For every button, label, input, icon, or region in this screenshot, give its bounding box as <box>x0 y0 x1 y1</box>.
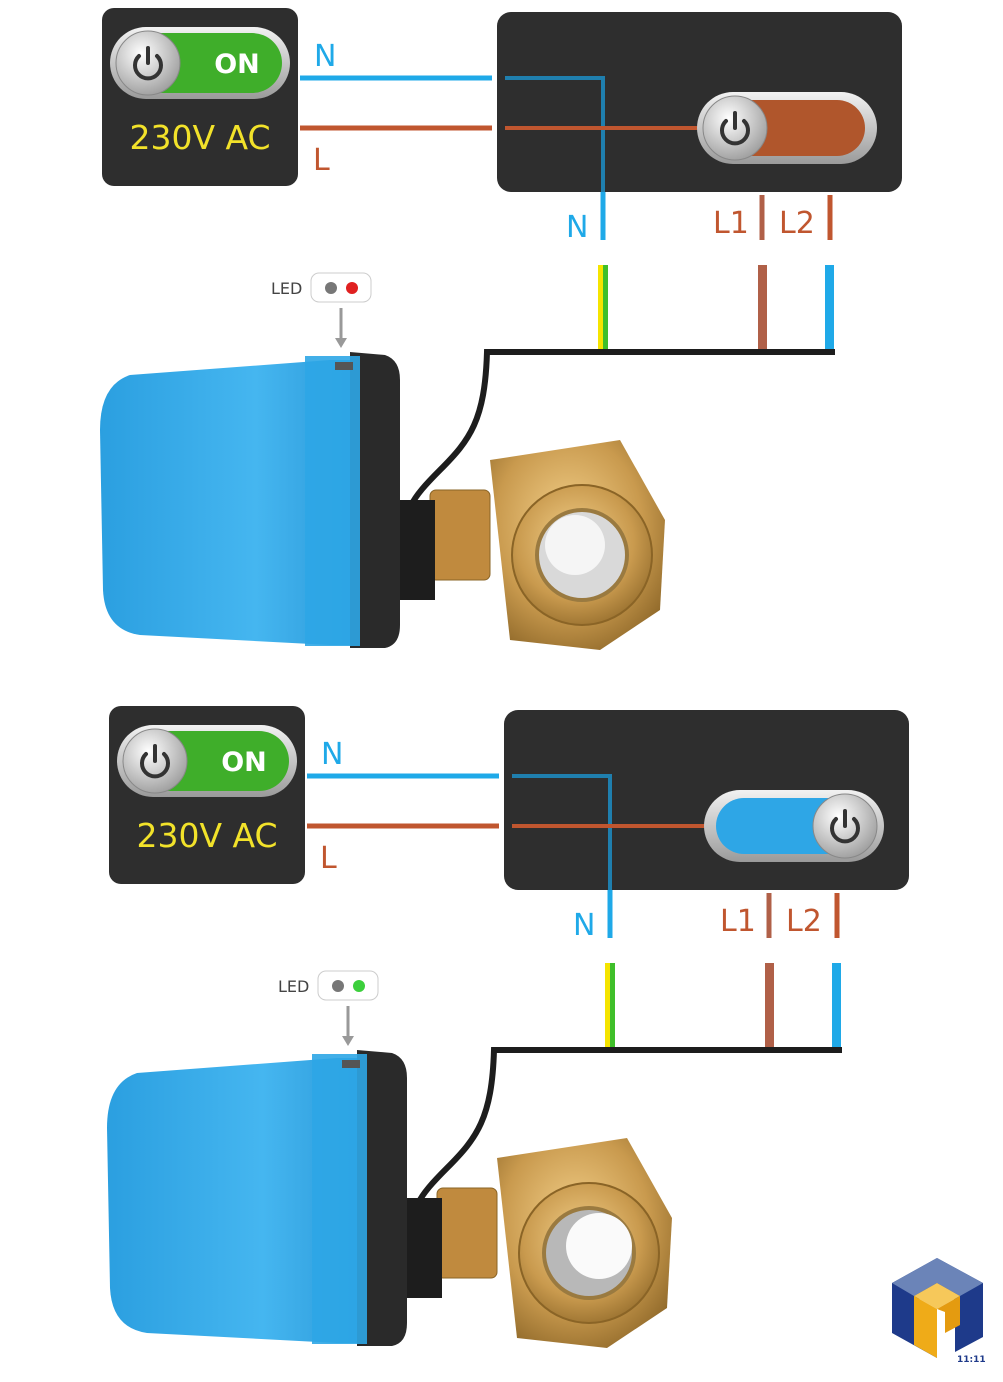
l-label: L <box>313 143 330 178</box>
ball-valve <box>429 440 665 650</box>
terminal-l1-label: L1 <box>713 206 749 241</box>
brand-logo: 11:11 <box>892 1258 986 1365</box>
l2-wire <box>832 963 841 1048</box>
l1-wire <box>765 963 774 1048</box>
valve-actuator <box>107 1050 442 1346</box>
terminal-l1-label: L1 <box>720 904 756 939</box>
switch-label: ON <box>221 747 267 778</box>
arrow-down-icon <box>335 338 347 348</box>
panel-valve-closed: ON 230V AC N L N L1 L2 LED <box>100 8 902 650</box>
terminal-n-label: N <box>573 908 595 943</box>
led-red-dot <box>346 282 358 294</box>
valve-actuator <box>100 352 435 648</box>
terminal-l2-label: L2 <box>779 206 815 241</box>
voltage-label: 230V AC <box>136 816 277 855</box>
panel-valve-open: ON 230V AC N L N L1 L2 LED <box>107 706 909 1348</box>
l-label: L <box>320 841 337 876</box>
l2-wire <box>825 265 834 350</box>
led-label: LED <box>278 977 309 996</box>
switch-label: ON <box>214 49 260 80</box>
led-indicator <box>310 272 372 303</box>
ball-valve <box>436 1138 672 1348</box>
led-green-dot <box>353 980 365 992</box>
power-supply: ON 230V AC <box>109 706 305 884</box>
terminal-l2-label: L2 <box>786 904 822 939</box>
n-label: N <box>314 39 336 74</box>
led-indicator <box>317 970 379 1001</box>
earth-wire <box>598 265 608 350</box>
terminal-n-label: N <box>566 210 588 245</box>
controller-box <box>504 710 909 938</box>
power-supply: ON 230V AC <box>102 8 298 186</box>
n-label: N <box>321 737 343 772</box>
arrow-down-icon <box>342 1036 354 1046</box>
l1-wire <box>758 265 767 350</box>
controller-box <box>497 12 902 240</box>
logo-text: 11:11 <box>957 1355 986 1365</box>
voltage-label: 230V AC <box>129 118 270 157</box>
led-label: LED <box>271 279 302 298</box>
earth-wire <box>605 963 615 1048</box>
